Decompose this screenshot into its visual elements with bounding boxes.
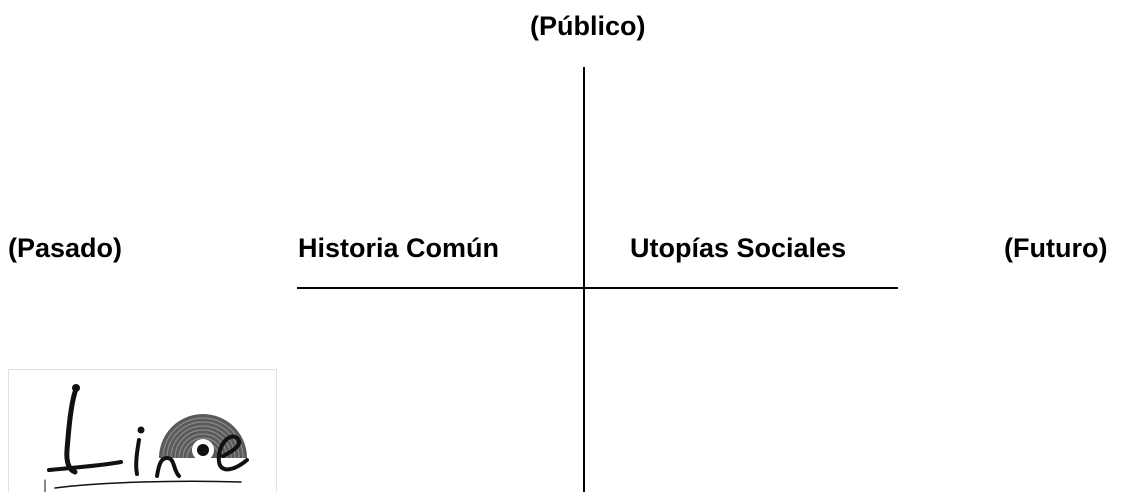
axis-top-label: (Público) — [530, 11, 646, 41]
quadrant-right-label: Utopías Sociales — [630, 233, 847, 263]
axis-left-label: (Pasado) — [8, 233, 123, 263]
axis-right-label: (Futuro) — [1004, 233, 1108, 263]
vertical-axis-line — [583, 67, 585, 492]
horizontal-axis-line — [297, 287, 898, 289]
quadrant-left-label: Historia Común — [298, 233, 500, 263]
logo-image — [8, 369, 277, 492]
vinyl-record-graphic — [159, 414, 247, 461]
logo-lettering — [44, 384, 249, 492]
vinyl-record-logo-icon — [44, 384, 249, 492]
